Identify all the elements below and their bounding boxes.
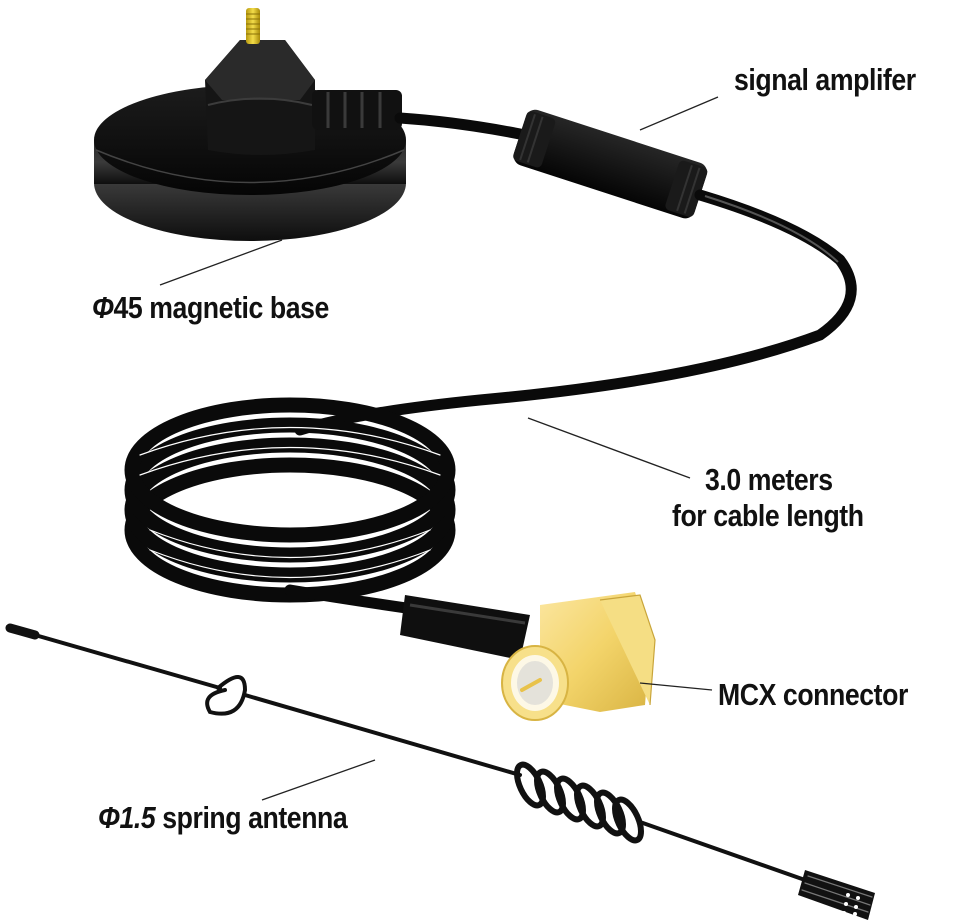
leader-connector bbox=[639, 682, 713, 691]
callout-cable-length-line1: 3.0 meters bbox=[705, 462, 833, 498]
leader-cable bbox=[527, 417, 691, 479]
callout-text: magnetic base bbox=[142, 290, 329, 325]
spring-antenna bbox=[5, 623, 875, 920]
leader-antenna bbox=[261, 759, 376, 801]
callout-text: spring antenna bbox=[155, 800, 348, 835]
leader-base bbox=[159, 239, 283, 286]
cable-segment bbox=[394, 112, 531, 141]
diameter-symbol: Φ1.5 bbox=[98, 800, 156, 835]
diameter-symbol: Φ bbox=[92, 290, 114, 325]
callout-cable-length-line2: for cable length bbox=[672, 498, 864, 534]
callout-text: signal amplifer bbox=[734, 62, 916, 97]
signal-amplifier bbox=[513, 109, 708, 219]
callout-text: for cable length bbox=[672, 498, 864, 533]
callout-value: 45 bbox=[113, 290, 143, 325]
callout-text: MCX connector bbox=[718, 677, 908, 712]
leader-amplifier bbox=[639, 96, 719, 131]
callout-text: 3.0 meters bbox=[705, 462, 833, 497]
callout-signal-amplifier: signal amplifer bbox=[734, 62, 916, 98]
mcx-connector bbox=[400, 592, 656, 721]
leader-lines bbox=[159, 96, 719, 801]
callout-magnetic-base: Φ45 magnetic base bbox=[92, 290, 329, 326]
callout-spring-antenna: Φ1.5 spring antenna bbox=[98, 800, 348, 836]
magnetic-base bbox=[94, 8, 406, 241]
callout-mcx-connector: MCX connector bbox=[718, 677, 908, 713]
cable-segment bbox=[294, 189, 857, 436]
cable-coil bbox=[124, 397, 456, 616]
